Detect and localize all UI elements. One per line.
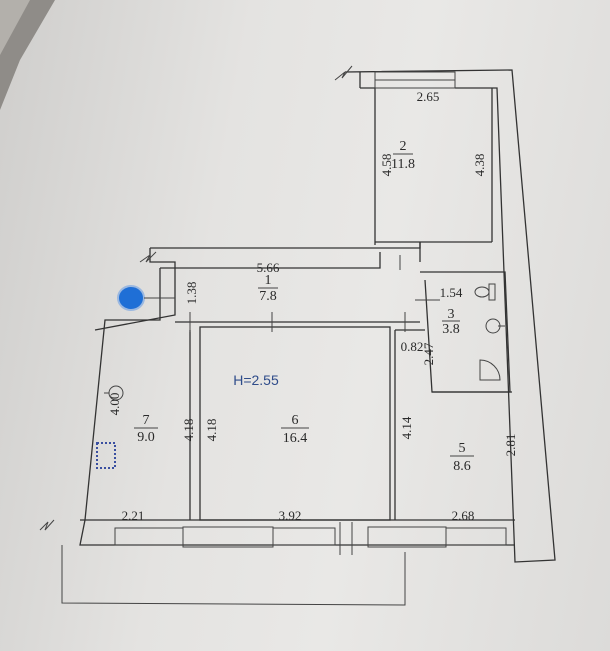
dim-passage: 0.82 (401, 339, 424, 354)
room-1-number: 1 (265, 273, 272, 288)
room-labels: 2 11.8 1 7.8 3 3.8 5 8.6 6 16.4 7 9.0 H=… (134, 139, 474, 474)
heater-icon (104, 385, 124, 401)
sink-icon (485, 318, 505, 334)
dim-bath-depth: 2.47 (421, 342, 436, 365)
dim-corridor-width: 1.38 (184, 282, 199, 305)
dim-room5-left: 4.14 (399, 416, 414, 439)
dim-room7-right: 4.18 (181, 419, 196, 442)
ceiling-height: H=2.55 (233, 372, 279, 388)
dim-room6-bottom: 3.92 (279, 508, 302, 523)
dim-room2-left: 4.58 (379, 154, 394, 177)
room-5-area: 8.6 (453, 459, 471, 474)
dim-corridor-length: 5.66 (257, 260, 280, 275)
windows (114, 71, 507, 555)
stove-icon (96, 442, 116, 469)
room-7-area: 9.0 (137, 430, 155, 445)
outer-walls (39, 65, 556, 563)
dim-room7-left: 4.00 (107, 393, 122, 416)
toilet-icon (474, 283, 496, 301)
dim-room7-bottom: 2.21 (122, 508, 145, 523)
dim-room6-left: 4.18 (204, 419, 219, 442)
room-7-number: 7 (143, 413, 150, 428)
dimension-labels: 2.65 4.58 4.38 5.66 1.38 1.54 2.47 0.82 … (107, 89, 518, 523)
shower-icon (479, 359, 501, 381)
room-3-number: 3 (448, 307, 455, 322)
book-page-edge (0, 0, 30, 55)
dim-room2-right: 4.38 (472, 154, 487, 177)
room-6-number: 6 (292, 413, 299, 428)
dim-bath-width: 1.54 (440, 285, 463, 300)
dim-room2-width: 2.65 (417, 89, 440, 104)
dim-room5-right: 2.81 (503, 434, 518, 457)
room-3-area: 3.8 (442, 322, 460, 337)
dim-room5-bottom: 2.68 (452, 508, 475, 523)
room-5-number: 5 (459, 441, 466, 456)
blue-marker-icon (117, 285, 145, 311)
room-2-number: 2 (400, 139, 407, 154)
room-1-area: 7.8 (259, 289, 277, 304)
door-marks (189, 255, 440, 332)
room-6-area: 16.4 (283, 431, 308, 446)
room-2-area: 11.8 (391, 157, 415, 172)
balcony-outline (61, 545, 406, 606)
